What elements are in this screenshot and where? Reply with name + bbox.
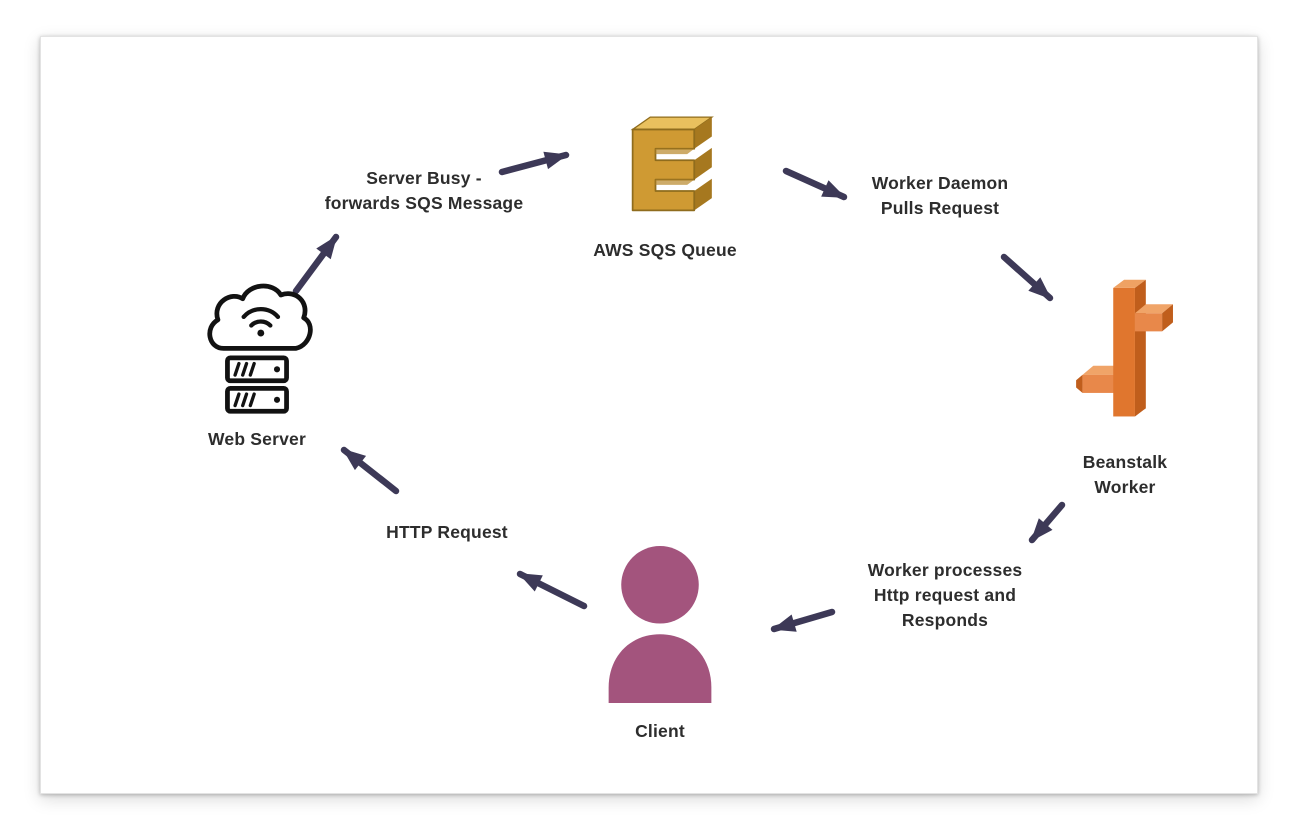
beanstalk-worker-icon: [1076, 279, 1173, 417]
web-server-icon: [207, 283, 313, 414]
beanstalk-worker-label: Beanstalk Worker: [1082, 452, 1168, 497]
sqs-queue-label: AWS SQS Queue: [593, 240, 737, 260]
edge-label-worker-processes: Worker processes Http request and Respon…: [867, 560, 1023, 630]
node-sqs-queue: AWS SQS Queue: [593, 96, 737, 263]
client-label: Client: [635, 721, 685, 741]
edge-label-server-busy: Server Busy - forwards SQS Message: [324, 168, 524, 213]
aws-sqs-queue-icon: [630, 116, 714, 212]
node-web-server: Web Server: [195, 274, 319, 452]
node-beanstalk-worker: Beanstalk Worker: [1066, 268, 1184, 500]
web-server-label: Web Server: [208, 429, 306, 449]
client-person-icon: [608, 546, 712, 704]
edge-label-http-request: HTTP Request: [386, 522, 508, 542]
node-client: Client: [597, 542, 723, 744]
edge-label-worker-daemon: Worker Daemon Pulls Request: [871, 173, 1009, 218]
